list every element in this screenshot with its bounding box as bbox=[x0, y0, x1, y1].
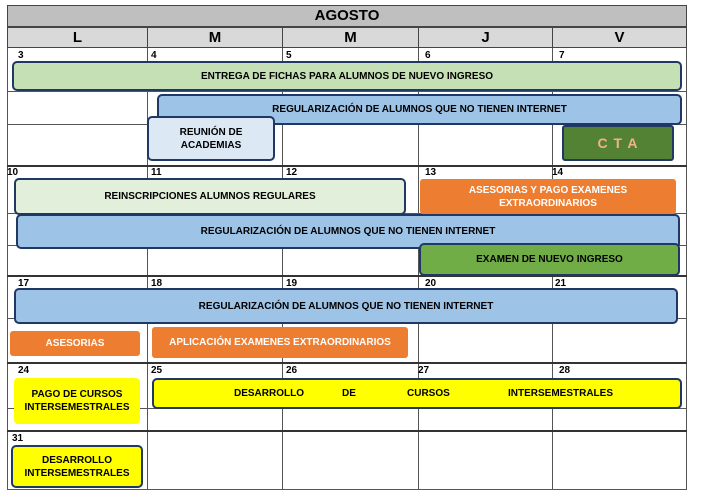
day-header-friday: V bbox=[552, 27, 687, 48]
event-asesorias[interactable]: ASESORIAS bbox=[10, 331, 140, 356]
date-18: 18 bbox=[151, 278, 163, 289]
date-21: 21 bbox=[555, 278, 567, 289]
date-6: 6 bbox=[425, 50, 431, 61]
date-14: 14 bbox=[552, 167, 564, 178]
date-27: 27 bbox=[418, 365, 430, 376]
date-24: 24 bbox=[18, 365, 30, 376]
desarrollo-word-4: INTERSEMESTRALES bbox=[508, 388, 614, 399]
date-11: 11 bbox=[151, 167, 162, 178]
date-20: 20 bbox=[425, 278, 437, 289]
event-regularizacion-week1[interactable]: REGULARIZACIÓN DE ALUMNOS QUE NO TIENEN … bbox=[157, 94, 682, 125]
date-25: 25 bbox=[151, 365, 163, 376]
event-desarrollo-cursos[interactable]: DESARROLLO DE CURSOS INTERSEMESTRALES bbox=[152, 378, 682, 409]
day-header-monday: L bbox=[7, 27, 148, 48]
date-10: 10 bbox=[7, 167, 19, 178]
date-5: 5 bbox=[286, 50, 292, 61]
day-header-wednesday: M bbox=[282, 27, 419, 48]
event-examen-nuevo-ingreso[interactable]: EXAMEN DE NUEVO INGRESO bbox=[419, 243, 680, 276]
event-reunion-academias[interactable]: REUNIÓN DE ACADEMIAS bbox=[147, 116, 275, 161]
event-cta[interactable]: C T A bbox=[562, 125, 674, 161]
event-asesorias-pago[interactable]: ASESORIAS Y PAGO EXAMENES EXTRAORDINARIO… bbox=[420, 179, 676, 214]
date-28: 28 bbox=[559, 365, 571, 376]
event-desarrollo-intersemestrales[interactable]: DESARROLLO INTERSEMESTRALES bbox=[11, 445, 143, 488]
date-3: 3 bbox=[18, 50, 24, 61]
date-13: 13 bbox=[425, 167, 437, 178]
desarrollo-word-2: DE bbox=[342, 388, 356, 399]
date-7: 7 bbox=[559, 50, 565, 61]
desarrollo-word-3: CURSOS bbox=[407, 388, 450, 399]
event-reinscripciones[interactable]: REINSCRIPCIONES ALUMNOS REGULARES bbox=[14, 178, 406, 215]
desarrollo-word-1: DESARROLLO bbox=[234, 388, 304, 399]
date-19: 19 bbox=[286, 278, 298, 289]
event-pago-cursos[interactable]: PAGO DE CURSOS INTERSEMESTRALES bbox=[14, 378, 140, 424]
date-26: 26 bbox=[286, 365, 298, 376]
date-31: 31 bbox=[12, 433, 24, 444]
day-header-tuesday: M bbox=[147, 27, 283, 48]
day-header-thursday: J bbox=[418, 27, 553, 48]
event-aplicacion-extraordinarios[interactable]: APLICACIÓN EXAMENES EXTRAORDINARIOS bbox=[152, 327, 408, 358]
event-regularizacion-week3[interactable]: REGULARIZACIÓN DE ALUMNOS QUE NO TIENEN … bbox=[14, 288, 678, 324]
date-4: 4 bbox=[151, 50, 157, 61]
date-12: 12 bbox=[286, 167, 298, 178]
event-entrega-fichas[interactable]: ENTREGA DE FICHAS PARA ALUMNOS DE NUEVO … bbox=[12, 61, 682, 91]
date-17: 17 bbox=[18, 278, 30, 289]
month-title: AGOSTO bbox=[7, 5, 687, 27]
